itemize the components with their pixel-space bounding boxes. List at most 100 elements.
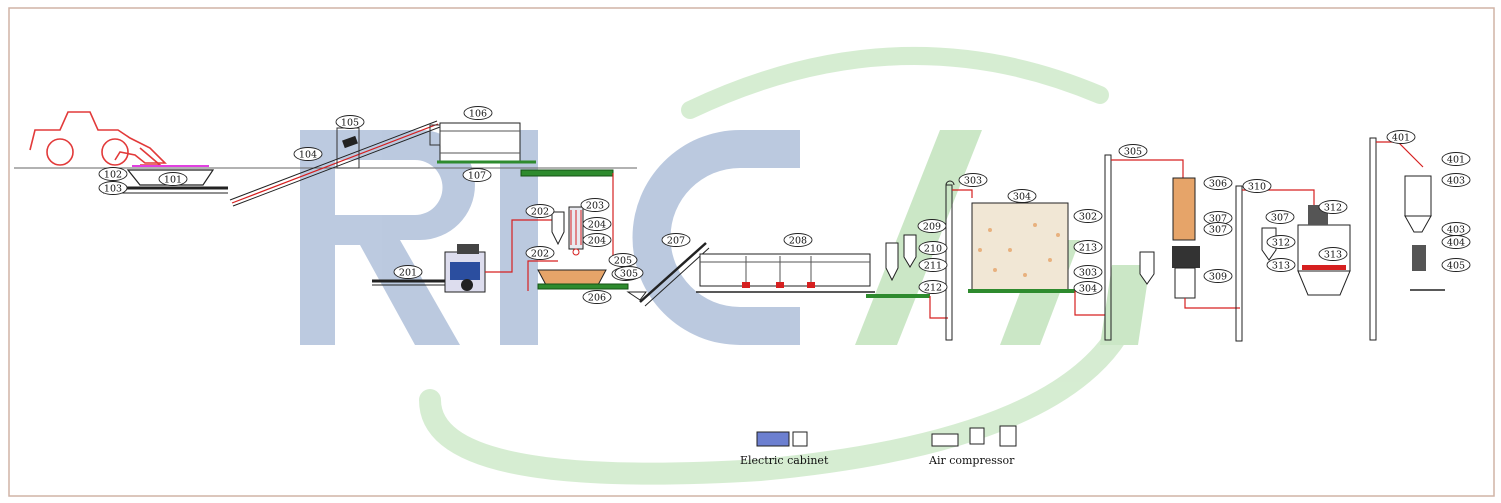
- equipment-label-text: 303: [1079, 267, 1097, 278]
- equipment-label: 306: [1203, 176, 1233, 190]
- equipment-label: 303: [958, 173, 988, 187]
- equipment-label-text: 403: [1447, 175, 1465, 186]
- equipment-label-text: 102: [104, 169, 122, 180]
- equipment-label-text: 203: [586, 200, 604, 211]
- equipment-label: 401: [1386, 130, 1416, 144]
- equipment-label-text: 204: [588, 235, 606, 246]
- equipment-label: 203: [580, 198, 610, 212]
- equipment-label-text: 105: [341, 117, 359, 128]
- equipment-label-text: 304: [1013, 191, 1031, 202]
- packing-section: [1404, 175, 1445, 291]
- equipment-label-text: 202: [531, 248, 549, 259]
- equipment-label-text: 312: [1272, 237, 1290, 248]
- equipment-label: 312: [1318, 200, 1348, 214]
- equipment-label: 205: [608, 253, 638, 267]
- inclined-screw-207: [626, 242, 710, 307]
- equipment-label-text: 210: [924, 243, 942, 254]
- bucket-elevator-4: [1369, 137, 1424, 341]
- legend-air-compressor: Air compressor: [928, 425, 1017, 467]
- equipment-label: 304: [1073, 281, 1103, 295]
- equipment-label-text: 404: [1447, 237, 1465, 248]
- pellet-mill-306: [1139, 177, 1240, 309]
- equipment-label-text: 106: [469, 108, 487, 119]
- legend-electric-cabinet: Electric cabinet: [740, 431, 829, 467]
- equipment-label: 212: [918, 280, 948, 294]
- equipment-label: 305: [614, 266, 644, 280]
- equipment-label-text: 201: [399, 267, 417, 278]
- equipment-label-text: 207: [667, 235, 685, 246]
- equipment-label-text: 313: [1324, 249, 1342, 260]
- equipment-label: 405: [1441, 258, 1471, 272]
- cyclone-group-209: [866, 234, 948, 319]
- equipment-label-text: 309: [1209, 271, 1227, 282]
- equipment-label: 105: [335, 115, 365, 129]
- equipment-label-text: 307: [1209, 213, 1227, 224]
- equipment-label: 304: [1007, 189, 1037, 203]
- equipment-label-text: 212: [924, 282, 942, 293]
- bucket-elevator-2: [1104, 154, 1184, 341]
- equipment-label: 310: [1242, 179, 1272, 193]
- equipment-label: 204: [582, 217, 612, 231]
- equipment-label-text: 401: [1392, 132, 1410, 143]
- equipment-label: 213: [1073, 240, 1103, 254]
- equipment-label: 103: [98, 181, 128, 195]
- equipment-label-text: 403: [1447, 224, 1465, 235]
- belt-conveyor-201: [372, 279, 452, 286]
- equipment-label-text: 202: [531, 206, 549, 217]
- equipment-label: 307: [1203, 222, 1233, 236]
- equipment-label: 106: [463, 106, 493, 120]
- equipment-label: 201: [393, 265, 423, 279]
- equipment-label: 207: [661, 233, 691, 247]
- equipment-label: 403: [1441, 173, 1471, 187]
- wheel-loader: [29, 111, 167, 166]
- equipment-label-text: 305: [620, 268, 638, 279]
- equipment-label-text: 305: [1124, 146, 1142, 157]
- equipment-label-text: 101: [164, 174, 182, 185]
- equipment-label-text: 209: [923, 221, 941, 232]
- material-bin-205: [537, 269, 629, 290]
- equipment-label: 309: [1203, 269, 1233, 283]
- equipment-label: 302: [1073, 209, 1103, 223]
- equipment-label: 206: [582, 290, 612, 304]
- counterflow-cooler: [1261, 205, 1351, 296]
- equipment-label-text: 104: [299, 149, 317, 160]
- equipment-label-text: 310: [1248, 181, 1266, 192]
- rotary-dryer-208: [696, 253, 875, 293]
- equipment-label: 202: [525, 246, 555, 260]
- equipment-label: 313: [1266, 258, 1296, 272]
- equipment-label: 401: [1441, 152, 1471, 166]
- equipment-label-text: 303: [964, 175, 982, 186]
- equipment-label-text: 405: [1447, 260, 1465, 271]
- equipment-label: 202: [525, 204, 555, 218]
- equipment-label-text: 302: [1079, 211, 1097, 222]
- equipment-label: 303: [1073, 265, 1103, 279]
- equipment-label-text: 103: [104, 183, 122, 194]
- equipment-label-text: 211: [924, 260, 942, 271]
- storage-silo-304: [968, 202, 1105, 316]
- equipment-label: 208: [783, 233, 813, 247]
- equipment-label: 211: [918, 258, 948, 272]
- equipment-label: 307: [1203, 211, 1233, 225]
- cyclone-group-202: [527, 206, 584, 291]
- equipment-label-text: 401: [1447, 154, 1465, 165]
- richi-watermark: [300, 46, 1150, 485]
- equipment-label-text: 307: [1271, 212, 1289, 223]
- label-layer: 101 102 103 104 105 106 107 201 202 202 203 204 204 2…: [98, 106, 1471, 304]
- equipment-label: 101: [158, 172, 188, 186]
- air-compressor-label: Air compressor: [928, 454, 1015, 467]
- equipment-label: 313: [1318, 247, 1348, 261]
- equipment-label: 403: [1441, 222, 1471, 236]
- equipment-label-text: 205: [614, 255, 632, 266]
- equipment-label: 312: [1266, 235, 1296, 249]
- equipment-label-text: 306: [1209, 178, 1227, 189]
- equipment-label: 204: [582, 233, 612, 247]
- equipment-label: 209: [917, 219, 947, 233]
- equipment-label: 307: [1265, 210, 1295, 224]
- equipment-label-text: 204: [588, 219, 606, 230]
- screw-conveyor-107: [520, 169, 614, 258]
- equipment-label: 107: [462, 168, 492, 182]
- equipment-label: 104: [293, 147, 323, 161]
- equipment-label-text: 313: [1272, 260, 1290, 271]
